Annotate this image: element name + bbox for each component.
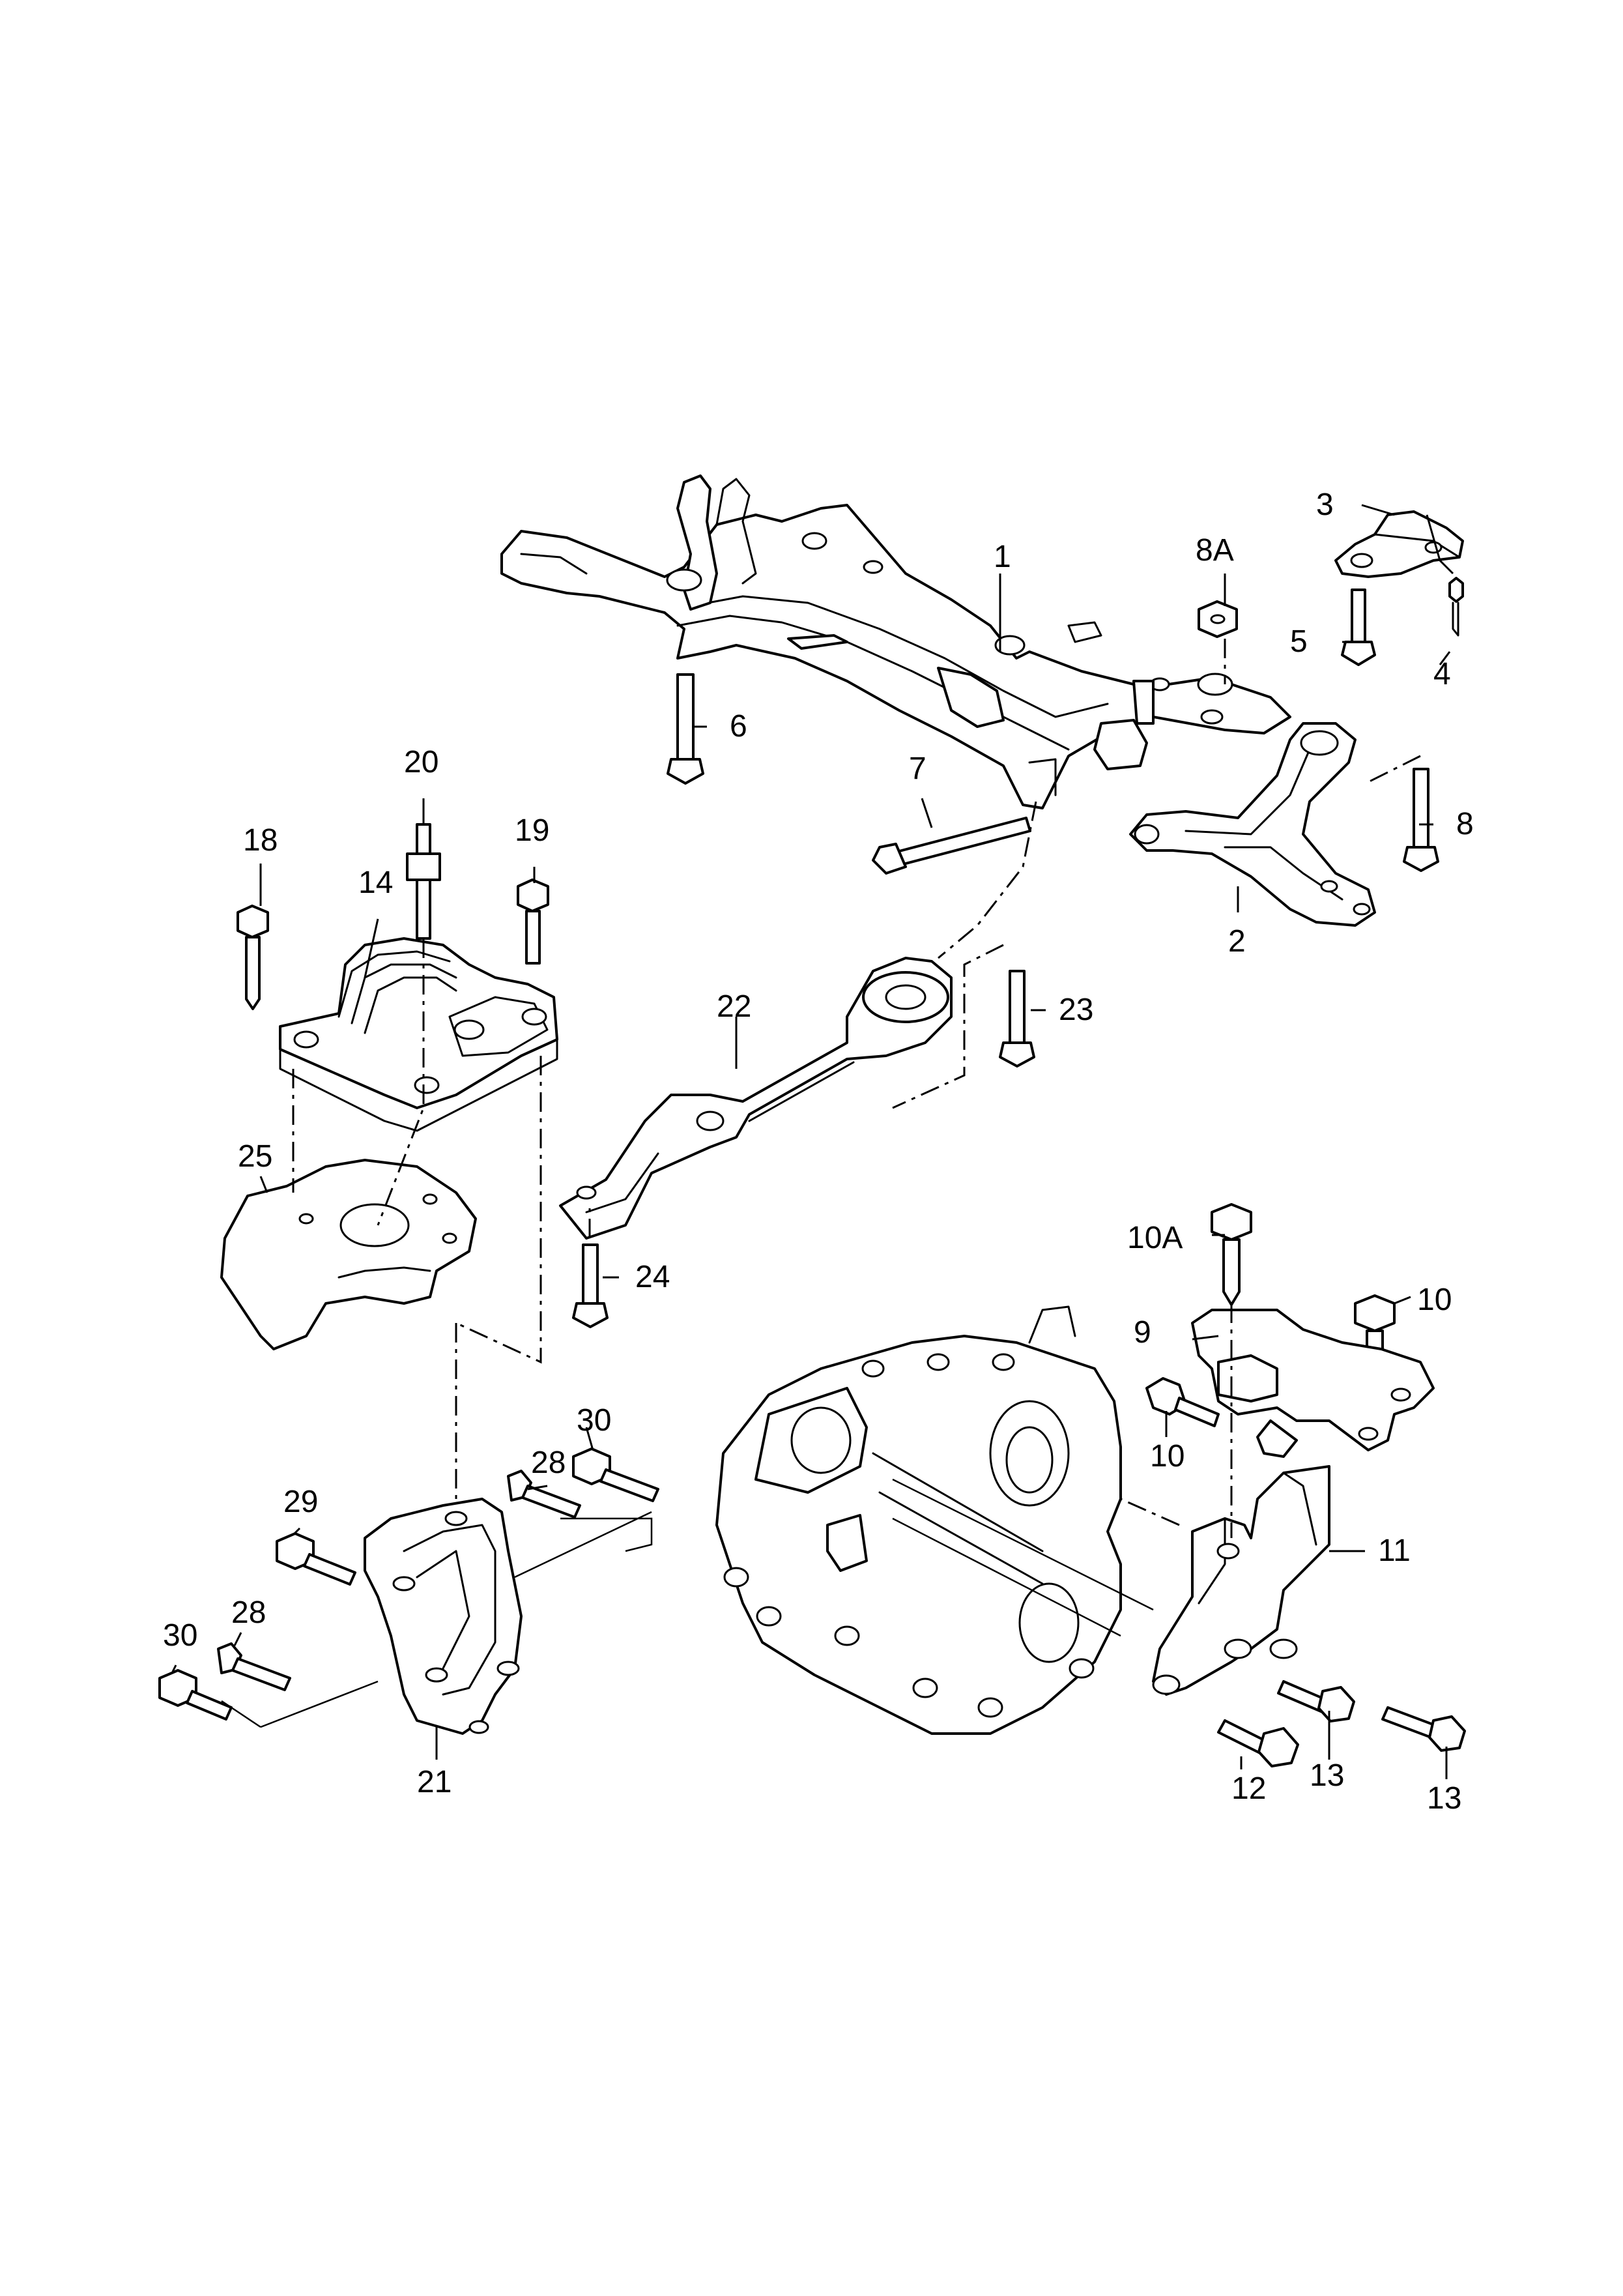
label-7: 7 (909, 751, 926, 786)
gearbox-mount (1191, 1309, 1435, 1458)
label-19: 19 (515, 813, 549, 848)
gearbox (715, 1305, 1122, 1735)
label-12: 12 (1231, 1771, 1266, 1806)
label-13-a: 13 (1310, 1758, 1344, 1793)
label-21: 21 (417, 1765, 452, 1799)
label-23: 23 (1059, 993, 1093, 1027)
label-5: 5 (1290, 624, 1308, 659)
leader-lines (171, 504, 1454, 1779)
subframe (500, 474, 1291, 809)
label-14: 14 (358, 865, 393, 900)
label-6: 6 (730, 709, 747, 744)
part-labels: 1 2 3 4 5 6 7 8 8A 9 10A 10 10 11 12 13 … (163, 487, 1474, 1816)
label-22: 22 (717, 989, 751, 1024)
heat-shield (220, 1159, 477, 1350)
label-11: 11 (1378, 1533, 1411, 1568)
torque-rod (559, 957, 953, 1240)
label-20: 20 (404, 745, 438, 779)
label-29: 29 (283, 1485, 318, 1519)
label-9: 9 (1134, 1315, 1151, 1350)
label-10a: 10A (1127, 1221, 1183, 1255)
wishbone-arm (1129, 722, 1376, 927)
label-8a: 8A (1196, 533, 1234, 568)
label-30-left: 30 (163, 1618, 197, 1653)
label-18: 18 (243, 823, 278, 858)
label-8: 8 (1456, 807, 1474, 841)
label-2: 2 (1228, 924, 1246, 959)
label-4: 4 (1433, 657, 1451, 691)
label-30-right: 30 (577, 1403, 611, 1438)
label-10-left: 10 (1150, 1439, 1185, 1474)
label-3: 3 (1316, 487, 1334, 522)
label-24: 24 (635, 1260, 670, 1294)
label-1: 1 (994, 540, 1011, 574)
bracket-11 (1152, 1465, 1330, 1696)
bracket-3 (1334, 510, 1464, 578)
engine-mount (279, 937, 558, 1132)
label-28-right: 28 (531, 1446, 566, 1480)
label-28-left: 28 (231, 1595, 266, 1630)
label-10-right: 10 (1417, 1283, 1452, 1317)
label-13-b: 13 (1427, 1781, 1461, 1816)
label-25: 25 (238, 1139, 272, 1174)
bracket-21 (364, 1498, 523, 1735)
